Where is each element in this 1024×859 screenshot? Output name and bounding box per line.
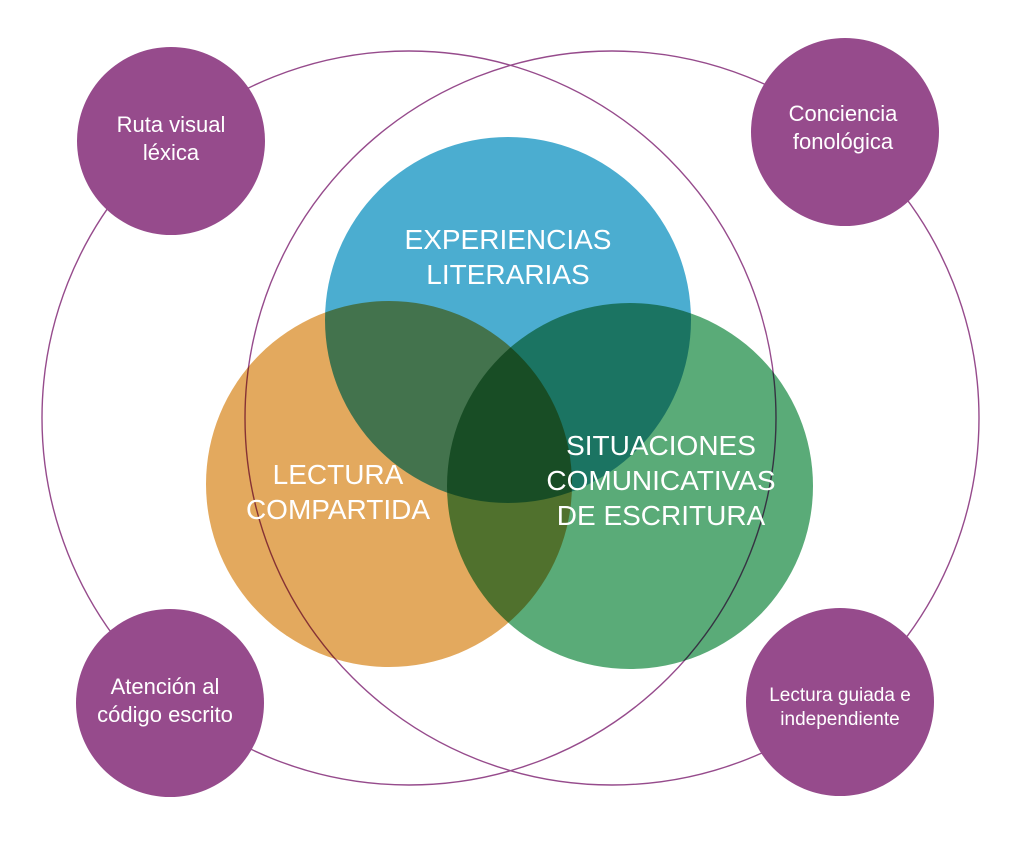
label-situaciones-comunicativas: SITUACIONES COMUNICATIVAS DE ESCRITURA [546, 430, 776, 531]
node-ruta-visual [77, 47, 265, 235]
label-experiencias-literarias: EXPERIENCIAS LITERARIAS [404, 224, 612, 290]
label-lectura-guiada: Lectura guiada e independiente [769, 685, 911, 730]
venn-circle-situaciones-comunicativas [447, 303, 813, 669]
label-ruta-visual: Ruta visual léxica [116, 112, 226, 165]
node-lectura-guiada [746, 608, 934, 796]
node-atencion-codigo [76, 609, 264, 797]
label-atencion-codigo: Atención al código escrito [97, 674, 233, 727]
label-lectura-compartida: LECTURA COMPARTIDA [245, 459, 431, 525]
node-conciencia-fonologica [751, 38, 939, 226]
label-conciencia-fonologica: Conciencia fonológica [788, 101, 898, 154]
